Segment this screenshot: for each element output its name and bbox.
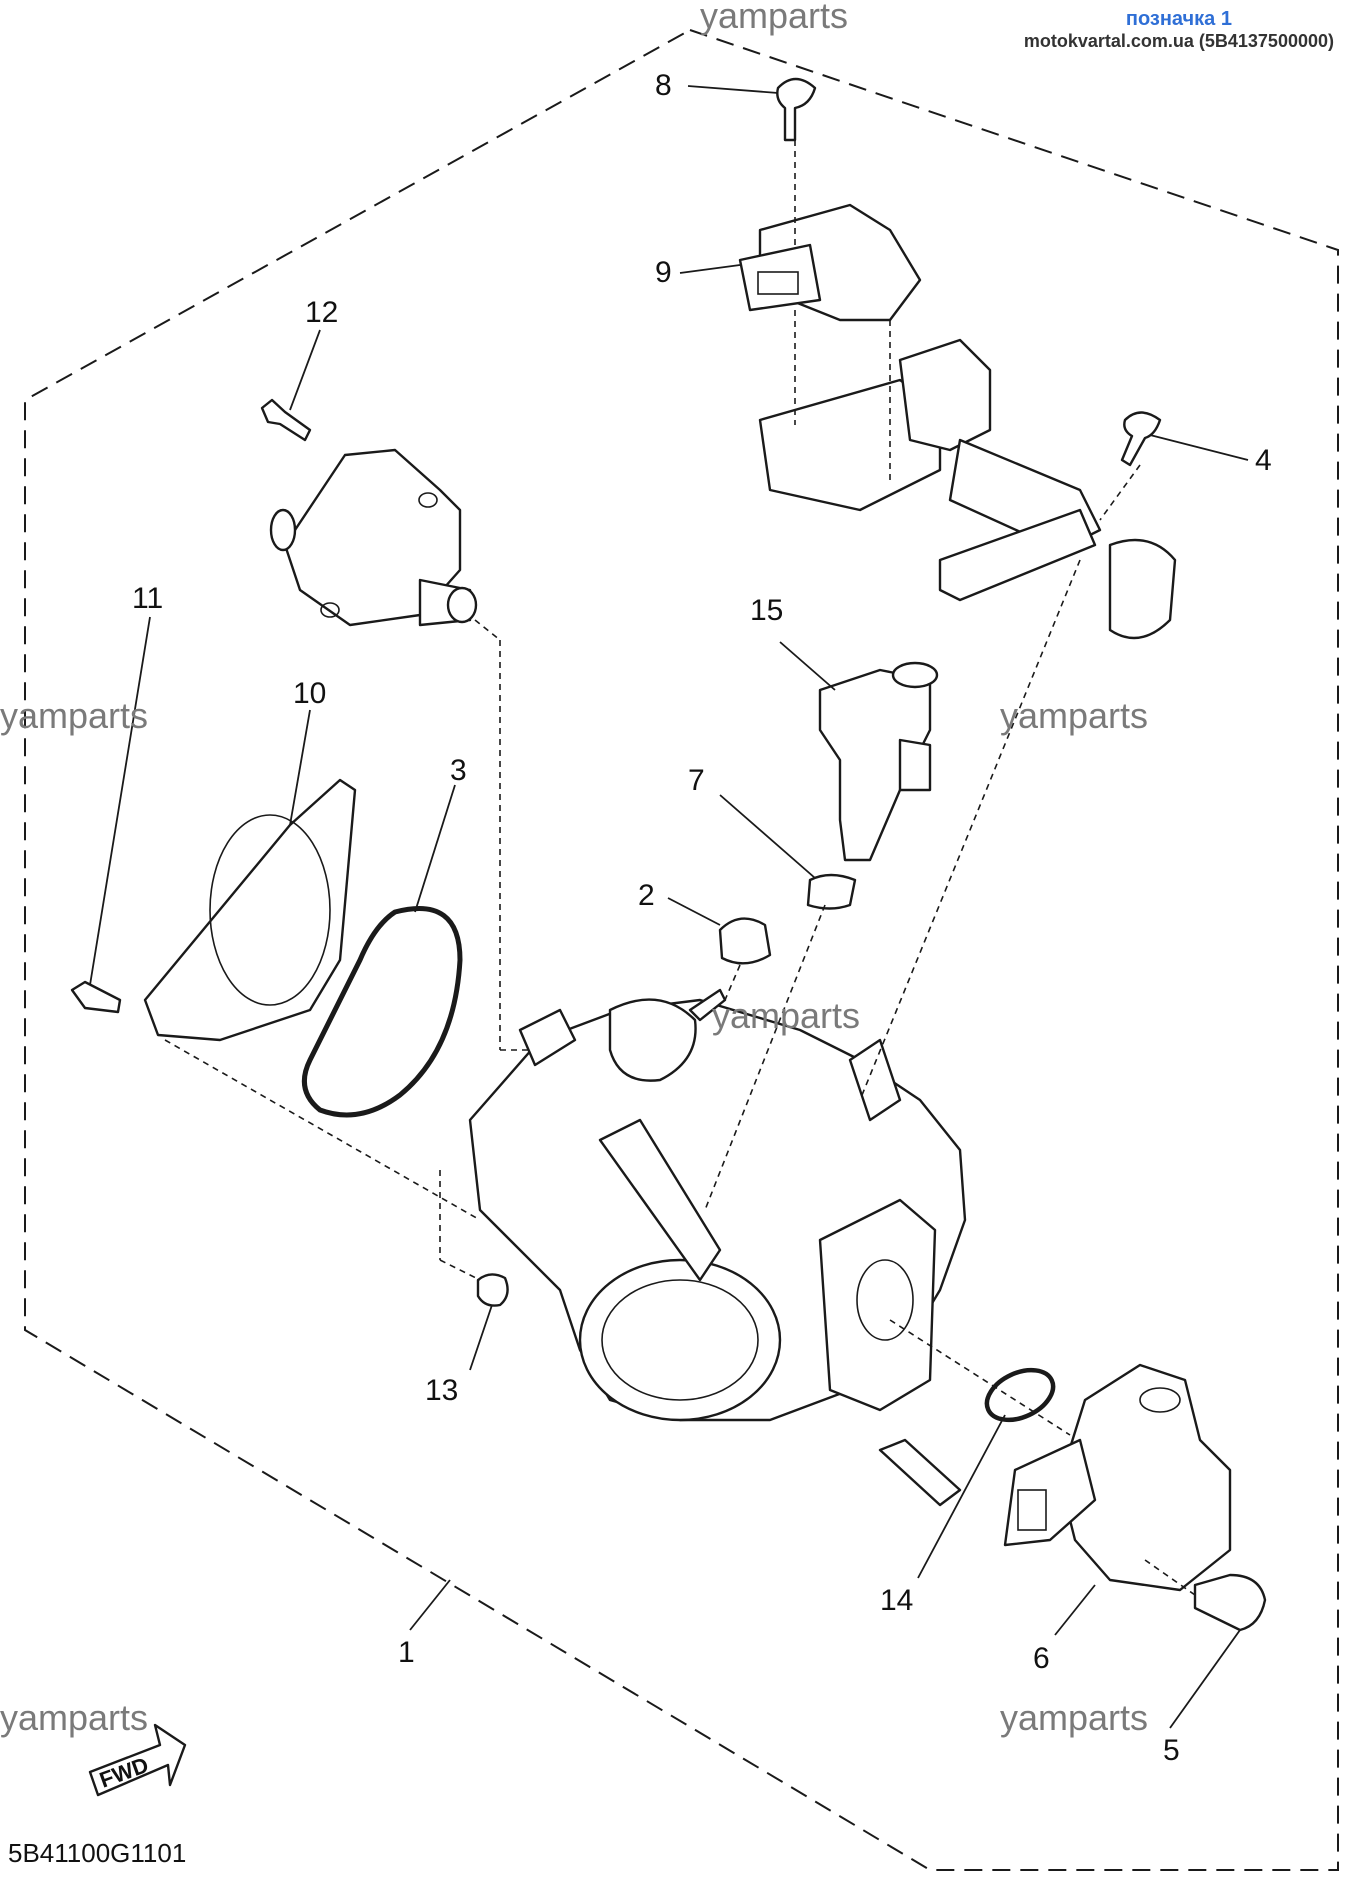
watermark-left: yamparts <box>0 695 148 736</box>
assembly-guide-lines <box>164 140 1196 1596</box>
badge-title: позначка 1 <box>1125 8 1232 30</box>
watermark-bottom-right: yamparts <box>1000 1697 1148 1738</box>
callout-13: 13 <box>425 1374 458 1407</box>
part-14-oring <box>984 1367 1056 1423</box>
part-3-oring <box>301 906 463 1118</box>
part-8-screw <box>776 77 817 142</box>
part-6-tps <box>1003 1363 1232 1592</box>
callout-3: 3 <box>450 754 467 787</box>
part-5-screw <box>1193 1573 1267 1632</box>
fwd-label: FWD <box>96 1752 152 1793</box>
part-10-bore <box>209 814 331 1006</box>
assembly-boundary <box>24 28 1339 1871</box>
callout-14: 14 <box>880 1584 913 1617</box>
callout-9: 9 <box>655 256 672 289</box>
callout-labels: 1 2 3 4 5 6 7 8 9 10 11 12 13 14 15 <box>132 69 1272 1767</box>
watermark-right: yamparts <box>1000 695 1148 736</box>
part-13-plug <box>476 1273 509 1307</box>
callout-leaders <box>89 85 1249 1729</box>
part-10-plate <box>143 778 357 1042</box>
callout-4: 4 <box>1255 444 1272 477</box>
callout-8: 8 <box>655 69 672 102</box>
part-1-throttle-body <box>468 998 967 1507</box>
part-9-sensor <box>738 203 922 322</box>
part-7-seal <box>806 873 857 910</box>
callout-15: 15 <box>750 594 783 627</box>
watermark-bottom-left: yamparts <box>0 1697 148 1738</box>
source-badge: позначка 1 motokvartal.com.ua (5B4137500… <box>1024 8 1334 52</box>
watermark-center: yamparts <box>712 995 860 1036</box>
part-15-injector <box>818 661 939 862</box>
callout-7: 7 <box>688 764 705 797</box>
part-4-bolt <box>1120 411 1162 467</box>
callout-10: 10 <box>293 677 326 710</box>
diagram-code: 5B41100G1101 <box>8 1838 186 1868</box>
callout-6: 6 <box>1033 1642 1050 1675</box>
callout-5: 5 <box>1163 1734 1180 1767</box>
callout-1: 1 <box>398 1636 415 1669</box>
watermark-top: yamparts <box>700 0 848 36</box>
part-12-bolt <box>260 398 312 442</box>
part-2-cap <box>718 917 772 965</box>
callout-11: 11 <box>132 582 163 615</box>
fuel-rail <box>758 338 1177 640</box>
part-12-idle-valve <box>269 448 478 627</box>
callout-12: 12 <box>305 296 338 329</box>
callout-2: 2 <box>638 879 655 912</box>
watermarks: yamparts yamparts yamparts yamparts yamp… <box>0 0 1148 1738</box>
part-11-bolt <box>70 980 122 1014</box>
badge-site: motokvartal.com.ua (5B4137500000) <box>1023 31 1334 51</box>
